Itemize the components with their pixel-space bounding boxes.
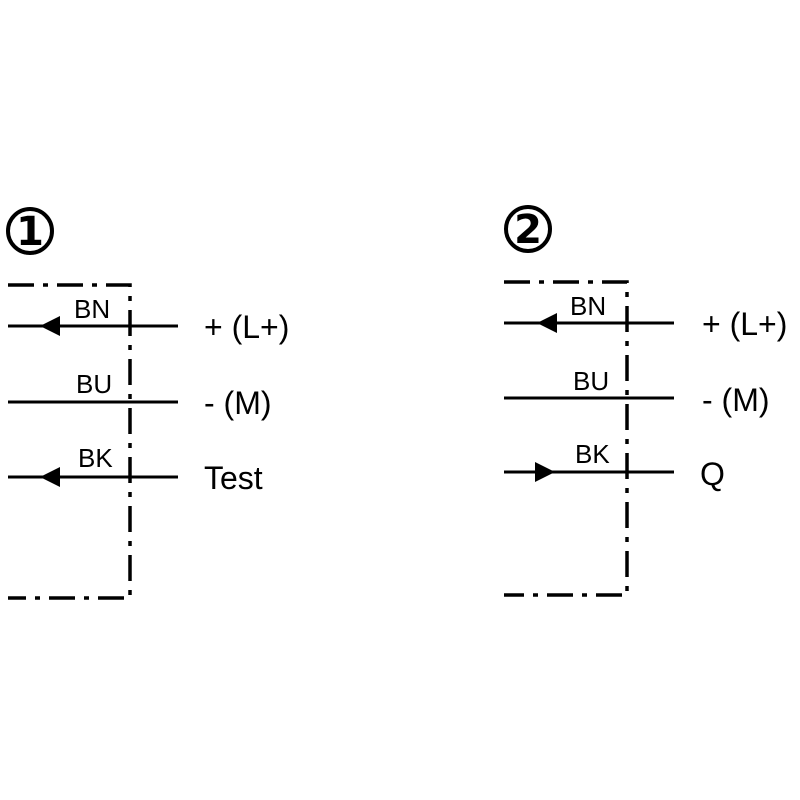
panel-1-badge-number: 1 [16, 209, 44, 255]
panel-2-wire-bk-arrow-out-icon [535, 462, 555, 482]
panel-1-enclosure-outline [8, 283, 132, 600]
panel-1-wire-bn-code: BN [74, 294, 110, 324]
panel-1-wire-bn: BN + (L+) [8, 294, 289, 345]
panel-1-wire-bu-signal: - (M) [204, 385, 272, 421]
panel-2-wire-bn-code: BN [570, 291, 606, 321]
panel-2-wire-bk-code: BK [575, 439, 610, 469]
panel-2-wire-bu-code: BU [573, 366, 609, 396]
panel-1-wire-bk-code: BK [78, 443, 113, 473]
panel-2-enclosure-outline [504, 280, 629, 597]
panel-1-wire-bn-arrow-in-icon [40, 316, 60, 336]
panel-1-wire-bu: BU - (M) [8, 369, 272, 421]
panel-2-wire-bn-arrow-in-icon [537, 313, 557, 333]
panel-2-wire-bn-signal: + (L+) [702, 306, 787, 342]
panel-2-wire-bu-signal: - (M) [702, 382, 770, 418]
panel-1-wire-bn-signal: + (L+) [204, 309, 289, 345]
panel-1-wire-bk: BK Test [8, 443, 263, 496]
panel-2-wire-bu: BU - (M) [504, 366, 770, 418]
panel-2-wire-bk-signal: Q [700, 456, 725, 492]
panel-2-wire-bn: BN + (L+) [504, 291, 787, 342]
panel-1-badge-circle [6, 207, 54, 255]
panel-1-wire-bk-arrow-in-icon [40, 467, 60, 487]
panel-1-wire-bk-signal: Test [204, 460, 263, 496]
panel-1-badge: 1 [6, 207, 54, 255]
panel-1-wire-bu-code: BU [76, 369, 112, 399]
panel-2-badge-circle [504, 205, 552, 253]
panel-1: 1 BN + (L+) BU - (M) BK Test [6, 207, 289, 600]
panel-2-wire-bk: BK Q [504, 439, 725, 492]
panel-2-badge-number: 2 [514, 207, 542, 253]
panel-2-badge: 2 [504, 205, 552, 253]
panel-2: 2 BN + (L+) BU - (M) BK Q [504, 205, 787, 597]
